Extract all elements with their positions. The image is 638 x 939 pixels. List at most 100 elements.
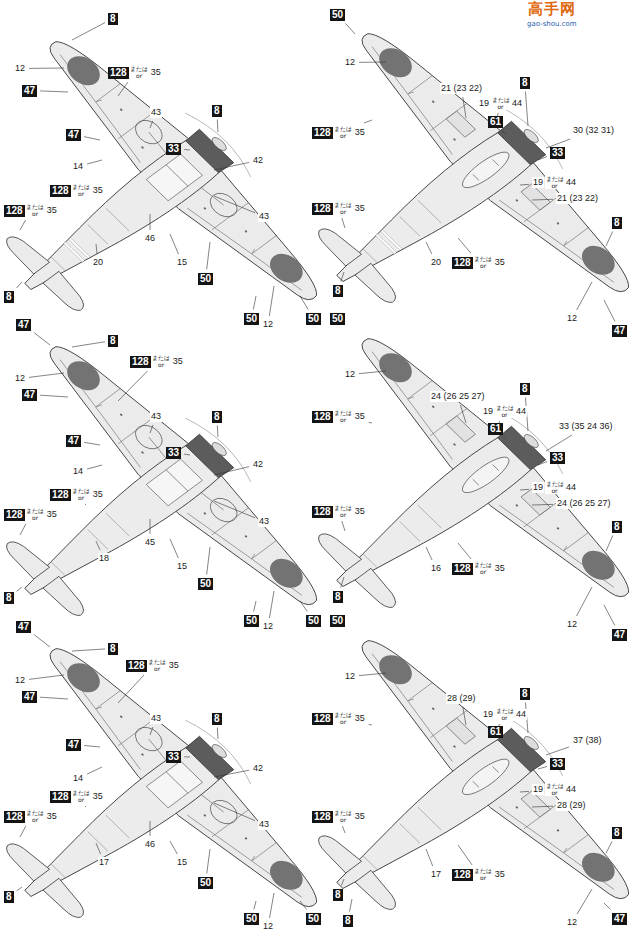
leader-line (253, 296, 256, 310)
alternative-note: または or (72, 488, 91, 501)
leader-line (184, 454, 190, 456)
paint-callout: 128 (50, 791, 71, 803)
part-number: 44 (565, 784, 577, 795)
leader-line (150, 821, 151, 836)
leader-line (40, 697, 68, 699)
paint-callout: 128 (4, 509, 25, 521)
leader-line (214, 803, 255, 821)
leader-line (463, 97, 466, 118)
part-number: 44 (565, 177, 577, 188)
leader-line (34, 635, 50, 647)
part-number: 35 (354, 411, 366, 422)
part-number: 14 (72, 773, 84, 784)
part-number: 46 (144, 839, 156, 850)
part-number: 19 (482, 709, 494, 720)
paint-callout: 50 (330, 9, 345, 21)
leader-line (17, 587, 22, 591)
part-number: 42 (252, 155, 264, 166)
paint-callout: 128 (4, 811, 25, 823)
part-number: 44 (515, 709, 527, 720)
alternative-note: または or (148, 659, 167, 672)
leader-line (458, 238, 471, 253)
paint-callout: 8 (612, 827, 622, 839)
alternative-note: または or (474, 562, 493, 575)
part-number: 43 (258, 819, 270, 830)
paint-callout: 50 (198, 273, 213, 285)
part-number: 35 (150, 67, 162, 78)
leader-line (254, 601, 256, 612)
part-number: 35 (168, 660, 180, 671)
leader-line (269, 286, 274, 316)
part-number: 12 (566, 619, 578, 630)
part-number: 12 (344, 671, 356, 682)
paint-callout: 8 (612, 521, 622, 533)
leader-line (341, 577, 344, 588)
paint-callout: 61 (488, 423, 503, 435)
leader-line (207, 242, 210, 270)
leader-line (426, 547, 432, 560)
paint-callout: 8 (333, 285, 343, 297)
aircraft-planform (209, 5, 638, 406)
paint-callout: 47 (612, 629, 627, 641)
paint-callout: 8 (212, 713, 222, 725)
paint-callout: 128 (312, 713, 333, 725)
leader-line (29, 373, 64, 377)
leader-line (532, 806, 553, 808)
part-number: 42 (252, 763, 264, 774)
part-number: 35 (354, 127, 366, 138)
part-number: 20 (92, 257, 104, 268)
alternative-note: または or (26, 508, 45, 521)
leader-line (504, 438, 505, 440)
leader-line (606, 536, 613, 552)
part-number: 35 (92, 489, 104, 500)
leader-line (170, 234, 178, 254)
alternative-note: または or (495, 405, 514, 418)
part-number: 45 (144, 537, 156, 548)
alternative-note: または or (26, 810, 45, 823)
paint-callout: 8 (333, 889, 343, 901)
part-number: 35 (494, 869, 506, 880)
leader-line (502, 131, 505, 135)
leader-line (520, 184, 529, 186)
paint-callout: 8 (520, 688, 530, 700)
paint-callout: 61 (488, 116, 503, 128)
paint-callout: 50 (244, 913, 259, 925)
paint-callout: 47 (22, 389, 37, 401)
leader-line (207, 849, 210, 874)
leader-line (538, 157, 547, 160)
aircraft-planform (0, 620, 355, 939)
leader-line (359, 673, 386, 676)
leader-line (300, 296, 308, 310)
paint-callout: 47 (22, 85, 37, 97)
paint-callout: 8 (612, 217, 622, 229)
leader-line (577, 282, 592, 310)
paint-callout: 47 (612, 913, 627, 925)
part-number: 12 (262, 319, 274, 330)
part-number: 14 (72, 466, 84, 477)
part-number: 15 (176, 257, 188, 268)
part-number: 15 (176, 857, 188, 868)
part-number: 19 (532, 482, 544, 493)
leader-line (350, 899, 352, 912)
part-number: 35 (494, 563, 506, 574)
paint-callout: 47 (66, 435, 81, 447)
part-number: 35 (354, 713, 366, 724)
paint-callout: 50 (198, 578, 213, 590)
paint-callout: 47 (16, 621, 31, 633)
leader-line (342, 218, 345, 228)
paint-callout: 128 (452, 869, 473, 881)
part-number: 44 (511, 98, 523, 109)
paint-callout: 50 (306, 913, 321, 925)
leader-line (85, 504, 87, 505)
leader-line (84, 442, 100, 445)
leader-line (217, 426, 219, 438)
leader-line (520, 489, 529, 491)
leader-line (604, 605, 615, 626)
paint-callout: 33 (550, 452, 565, 464)
paint-callout: 50 (198, 877, 213, 889)
leader-line (118, 371, 148, 401)
paint-callout: 33 (166, 751, 181, 763)
paint-callout: 47 (66, 739, 81, 751)
alternative-note: または or (152, 355, 171, 368)
